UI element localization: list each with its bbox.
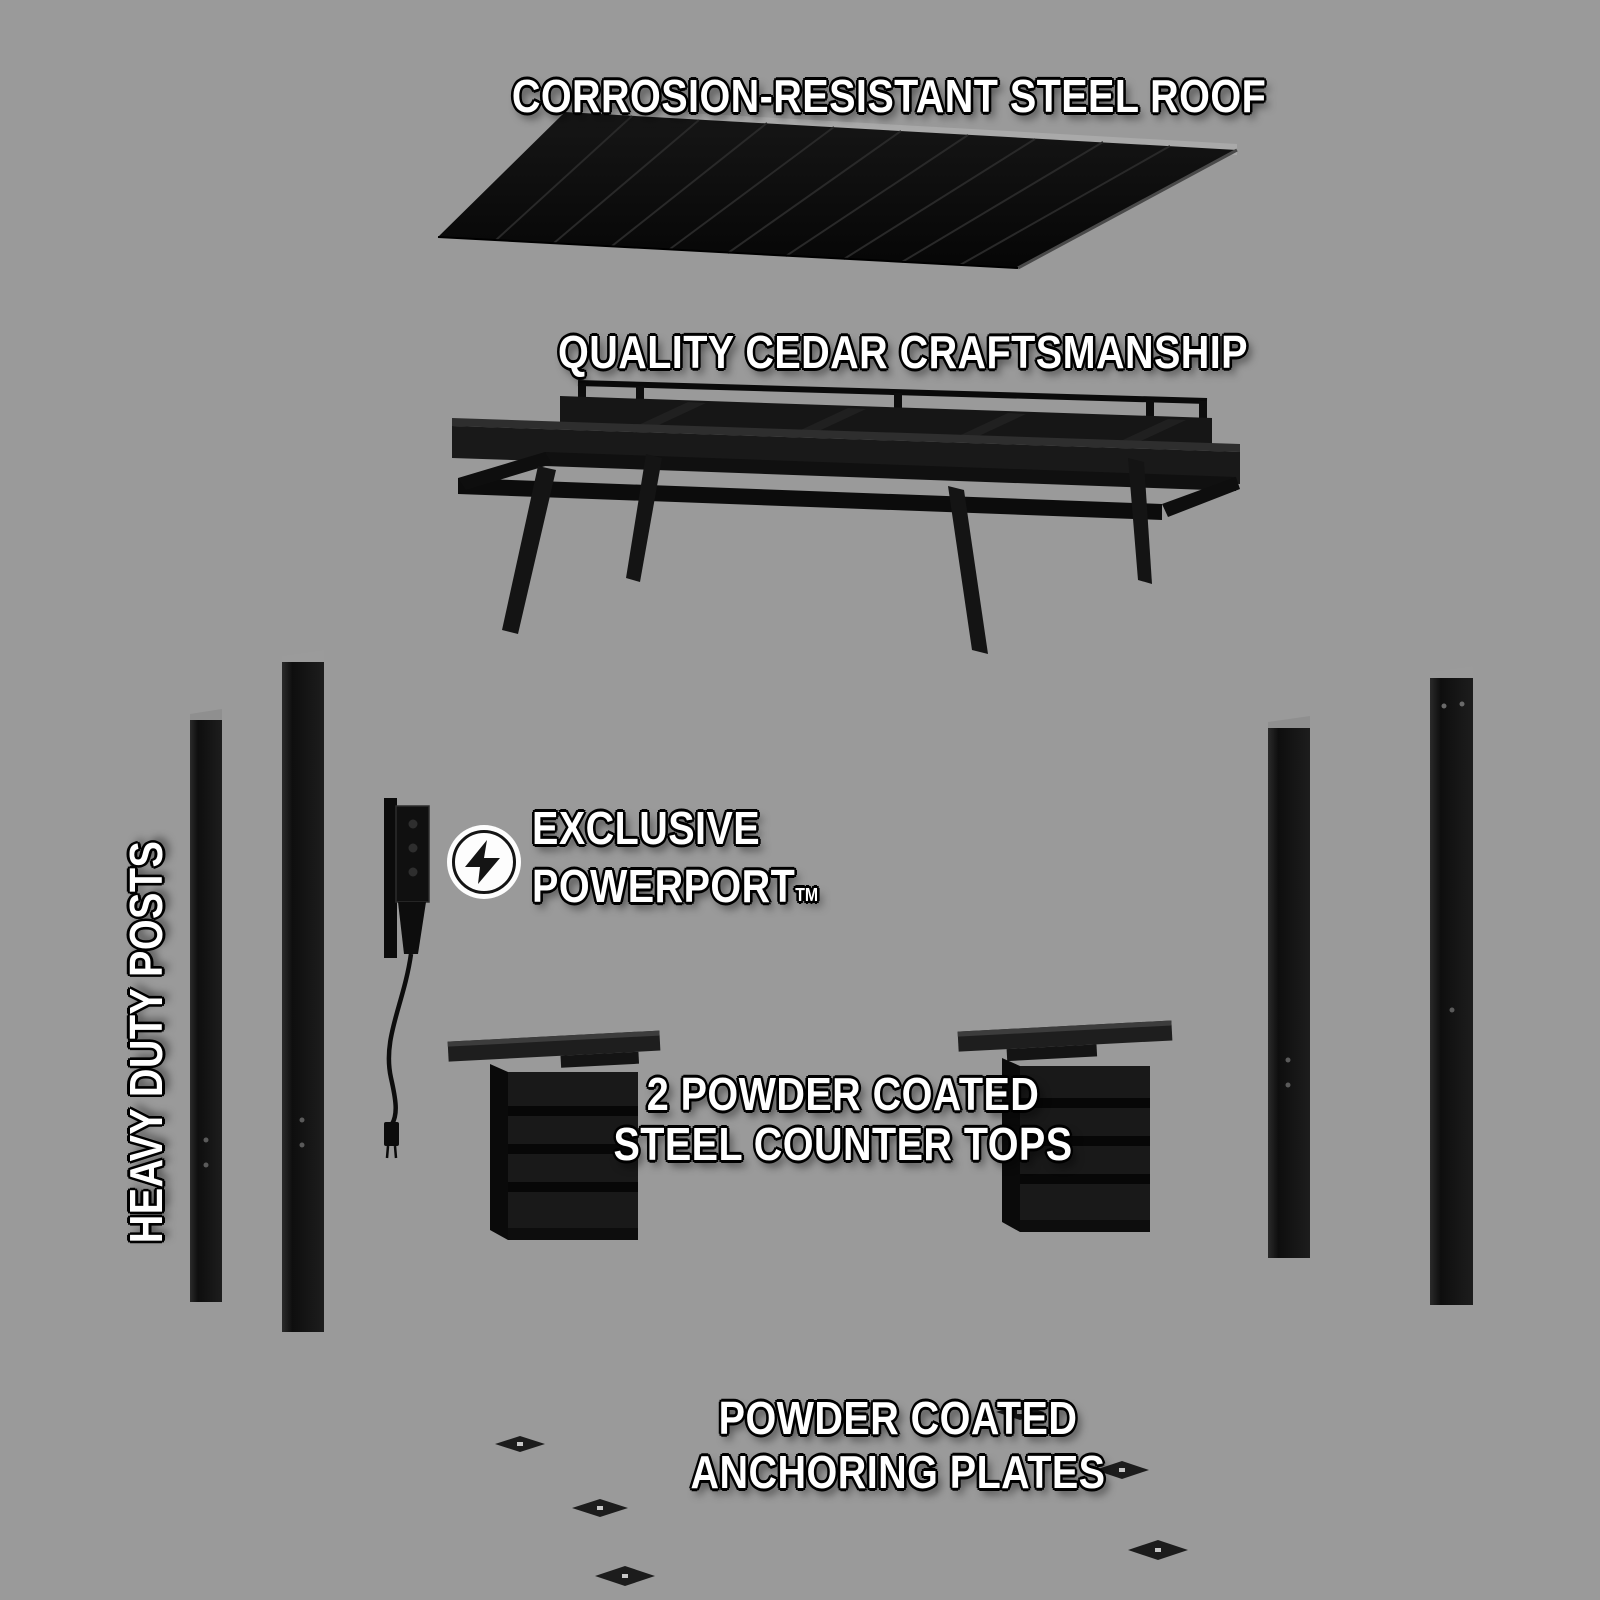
heavy-duty-post-3 <box>1268 716 1310 1258</box>
counters-label-line1: 2 POWDER COATED <box>615 1071 1071 1117</box>
anchors-label-line1: POWDER COATED <box>689 1395 1106 1441</box>
counter-top-right <box>957 1020 1173 1232</box>
anchors-label-line1-text: POWDER COATED <box>718 1392 1078 1444</box>
heavy-duty-post-2 <box>282 650 324 1332</box>
powerport-label-line2-text: POWERPORT <box>532 860 796 912</box>
anchors-label-line2-text: ANCHORING PLATES <box>690 1446 1106 1498</box>
powerport-lightning-icon <box>447 825 521 899</box>
cedar-label: QUALITY CEDAR CRAFTSMANSHIP <box>502 329 1304 375</box>
powerport-label-line2: POWERPORTTM <box>532 863 865 909</box>
powerport-label-line1-text: EXCLUSIVE <box>532 802 761 854</box>
anchors-label-line2: ANCHORING PLATES <box>657 1449 1140 1495</box>
anchor-plate-5 <box>1095 1461 1149 1479</box>
powerport-label-line1: EXCLUSIVE <box>532 805 797 851</box>
heavy-duty-post-4 <box>1430 666 1473 1305</box>
counters-label-line2: STEEL COUNTER TOPS <box>576 1121 1110 1167</box>
anchor-plate-2 <box>572 1499 628 1517</box>
powerport-trademark: TM <box>795 883 819 905</box>
counter-top-left <box>447 1030 661 1240</box>
power-plug <box>384 1122 399 1159</box>
posts-label: HEAVY DUTY POSTS <box>120 808 172 1276</box>
posts-label-text: HEAVY DUTY POSTS <box>120 840 172 1244</box>
counters-label-line2-text: STEEL COUNTER TOPS <box>613 1118 1073 1170</box>
anchor-plate-4 <box>996 1404 1044 1420</box>
powerport-device <box>384 798 430 958</box>
cedar-frame <box>452 380 1240 654</box>
cedar-label-text: QUALITY CEDAR CRAFTSMANSHIP <box>557 326 1249 378</box>
roof-label: CORROSION-RESISTANT STEEL ROOF <box>450 73 1327 119</box>
anchor-plate-3 <box>595 1566 655 1586</box>
roof-label-text: CORROSION-RESISTANT STEEL ROOF <box>511 70 1267 122</box>
anchor-plate-1 <box>495 1436 545 1452</box>
counters-label-line1-text: 2 POWDER COATED <box>646 1068 1040 1120</box>
heavy-duty-post-1 <box>190 709 222 1302</box>
power-cord <box>386 953 414 1126</box>
anchor-plate-6 <box>1128 1540 1188 1560</box>
steel-roof-panel <box>437 106 1238 270</box>
